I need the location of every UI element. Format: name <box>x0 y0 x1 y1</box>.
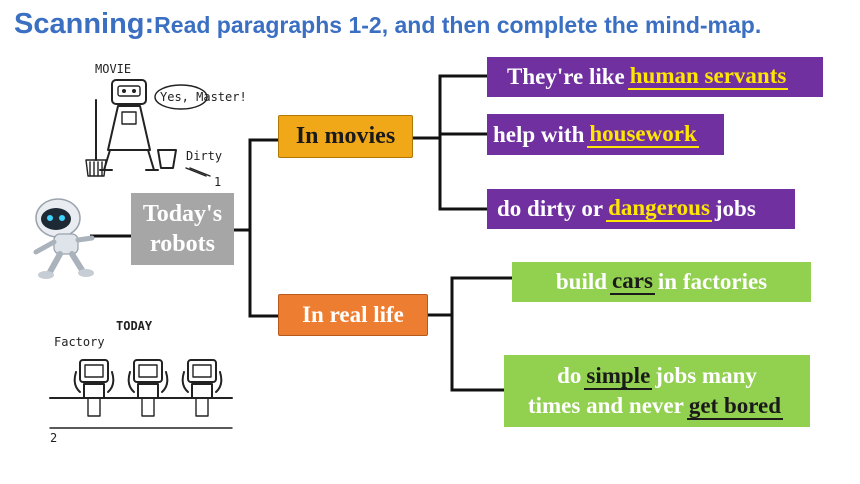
connector-movies-1 <box>413 74 487 140</box>
factory-robot-icon <box>127 359 169 417</box>
today-caption: TODAY <box>116 319 153 333</box>
connector-movies-3 <box>438 134 487 211</box>
factory-robot-icon <box>73 359 115 417</box>
connector-reallife-1 <box>428 276 512 317</box>
item-text: build <box>555 269 608 294</box>
connector-reallife-2 <box>450 315 504 392</box>
center-node: Today's robots <box>131 193 234 265</box>
bucket-icon <box>157 149 177 169</box>
center-line1: Today's <box>142 201 223 227</box>
answer-blank: simple <box>584 363 653 390</box>
item-text: help with <box>493 121 585 147</box>
today-page-number: 2 <box>50 431 57 445</box>
answer-blank: get bored <box>686 393 784 420</box>
today-illustration: TODAY Factory 2 <box>49 319 233 445</box>
answer-blank: human servants <box>627 63 789 90</box>
connector-center-movies <box>234 138 278 232</box>
title-text: Read paragraphs 1-2, and then complete t… <box>154 12 762 38</box>
item-text-after: jobs many <box>655 363 757 388</box>
speech-bubble <box>154 84 208 110</box>
branch-in-movies: In movies <box>278 115 413 158</box>
today-factory-label: Factory <box>54 335 105 349</box>
movie-illustration: MOVIE Yes, Master! Dirty 1 <box>85 62 247 189</box>
item-text-after: jobs <box>714 196 756 221</box>
title-prefix: Scanning: <box>14 8 155 40</box>
movie-speech: Yes, Master! <box>160 90 247 104</box>
maid-robot-head-icon <box>111 79 147 105</box>
item-text: do dirty or <box>497 196 604 221</box>
connector-center-reallife <box>248 230 278 318</box>
answer-blank: cars <box>610 268 655 295</box>
item-text: times and never <box>527 393 684 418</box>
movie-floor-label: Dirty <box>186 149 222 163</box>
branch-in-real-life: In real life <box>278 294 428 336</box>
item-text: They're like <box>507 64 625 89</box>
factory-robot-icon <box>181 359 223 417</box>
item-text-after: in factories <box>657 269 768 294</box>
page-title: Scanning:Read paragraphs 1-2, and then c… <box>14 8 761 41</box>
robot-mascot-icon <box>33 198 95 279</box>
maid-robot-body-icon <box>107 105 151 151</box>
movie-caption: MOVIE <box>95 62 131 76</box>
answer-blank: dangerous <box>606 195 712 222</box>
item-text: do <box>557 363 582 388</box>
center-line2: robots <box>150 231 215 257</box>
answer-blank: housework <box>587 120 699 148</box>
movie-page-number: 1 <box>214 175 221 189</box>
